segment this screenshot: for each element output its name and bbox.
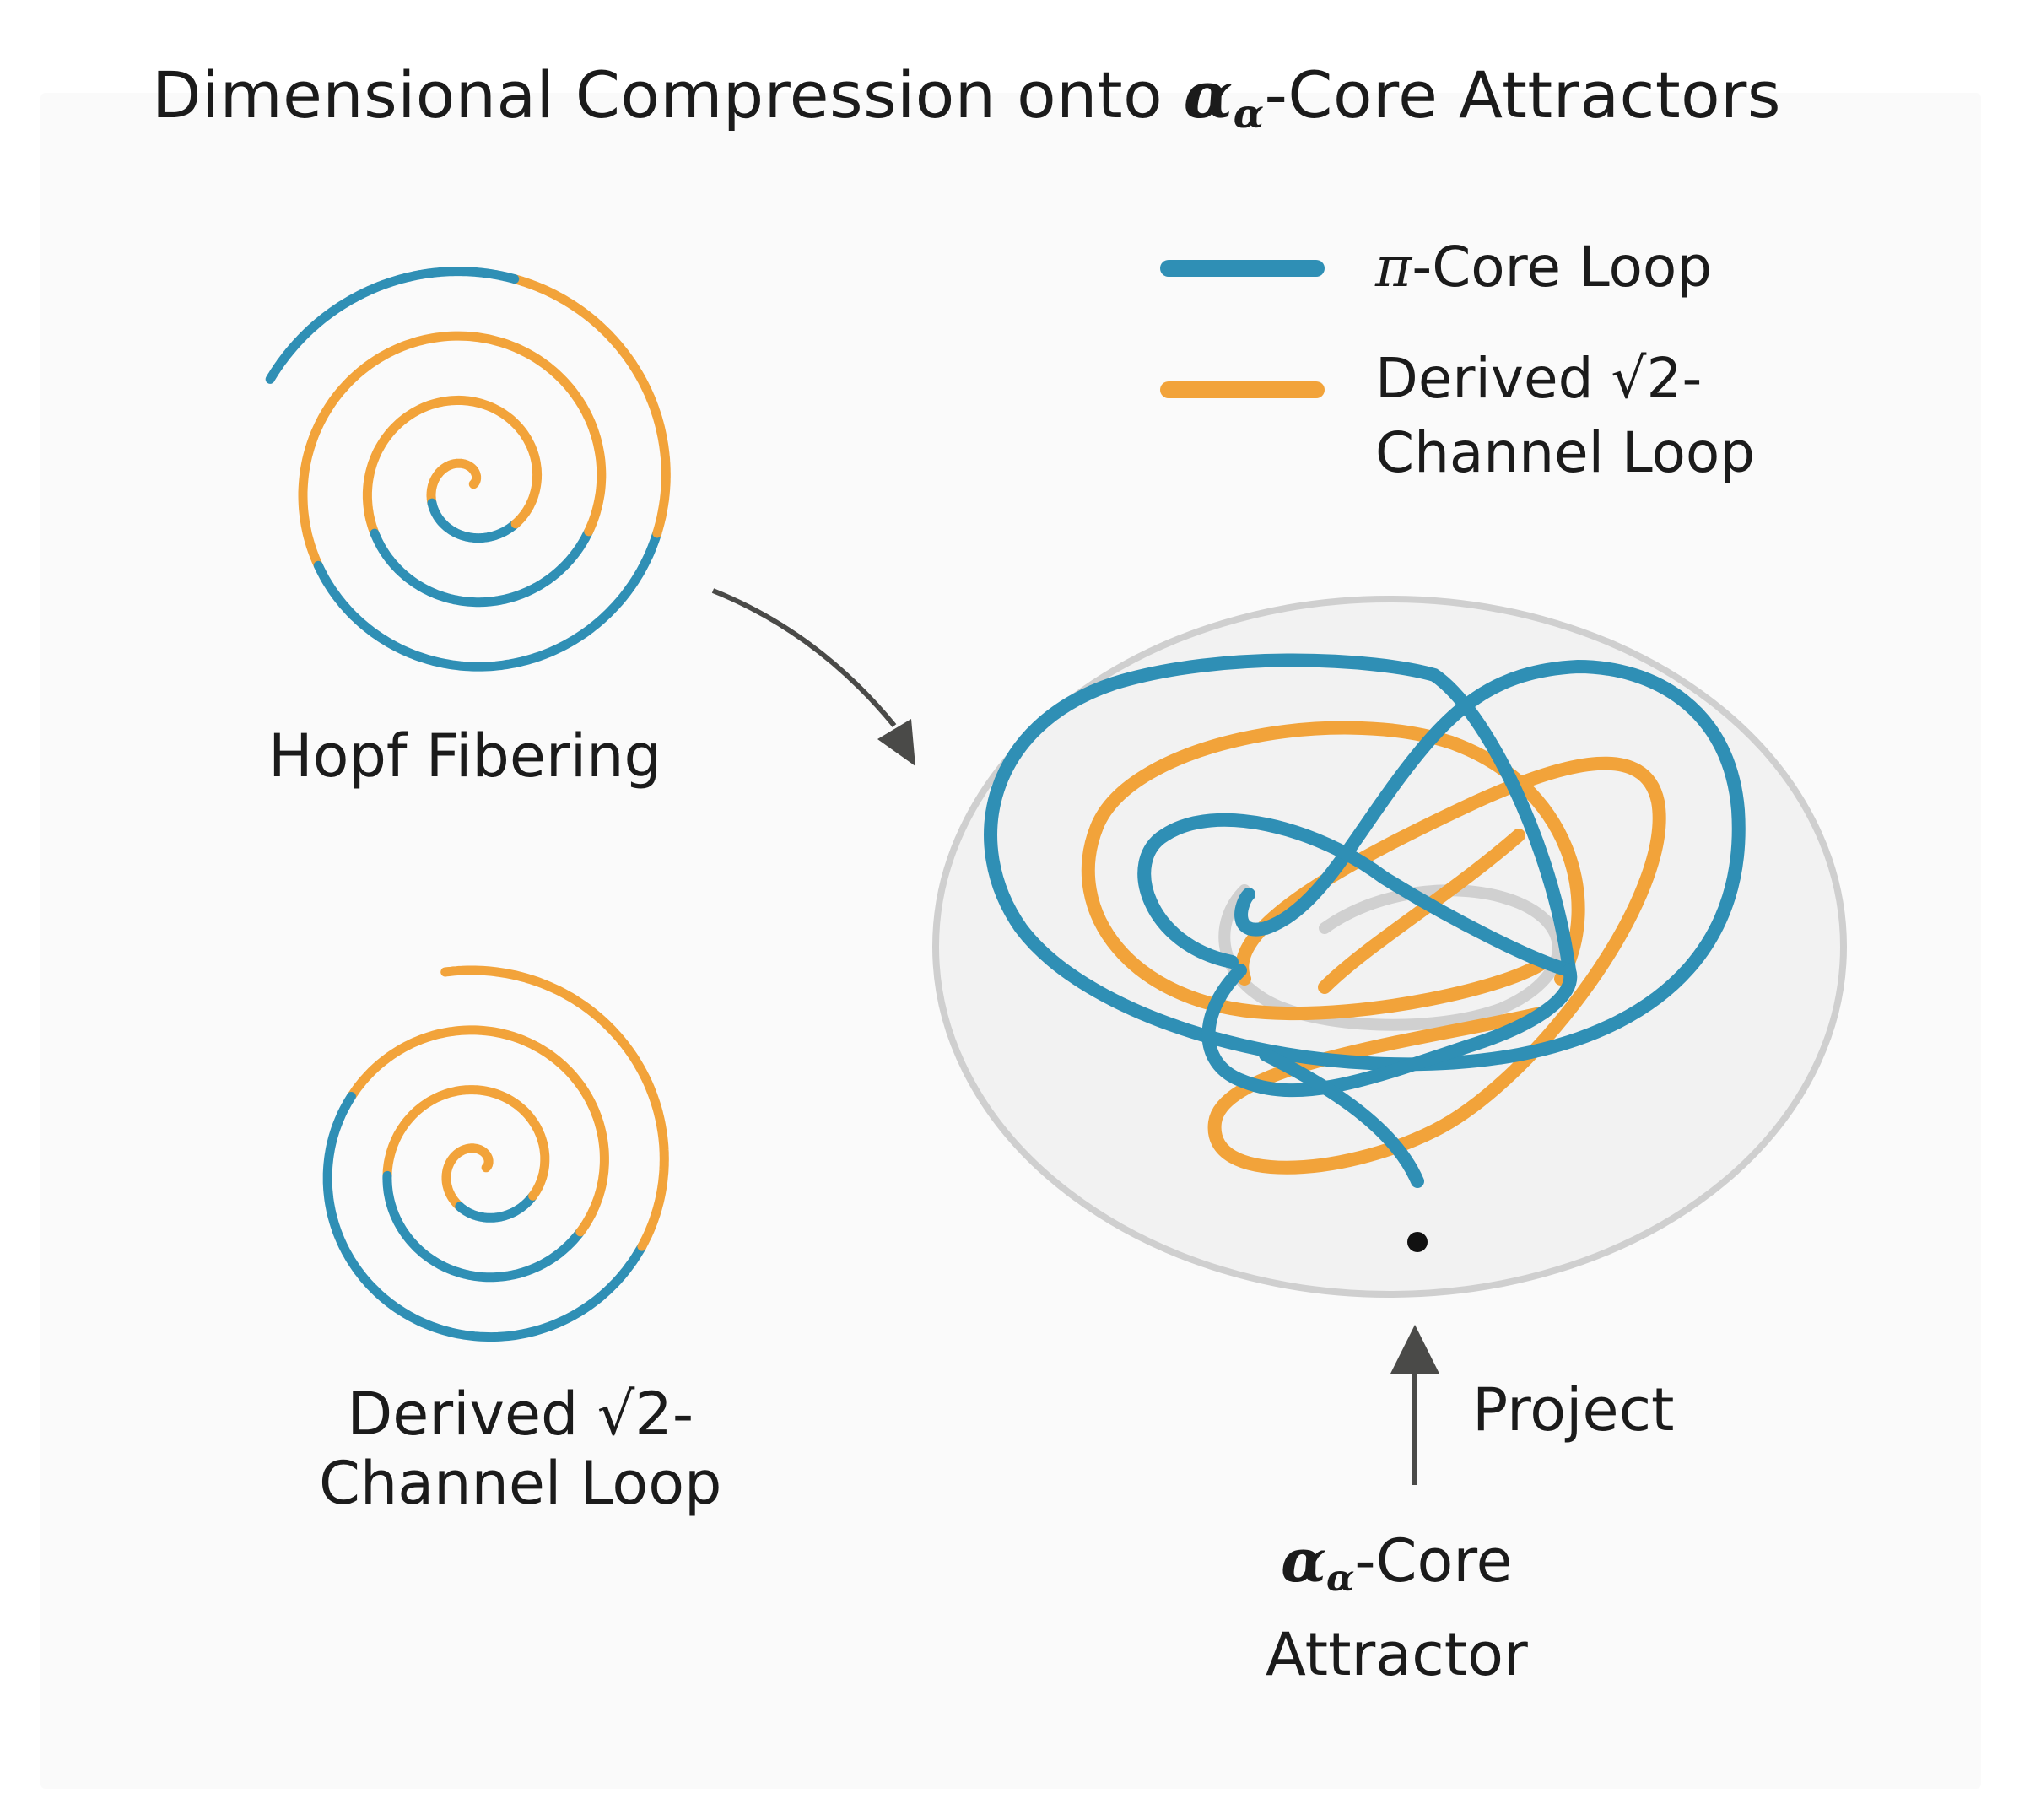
hopf-fibering-spiral [265, 267, 671, 672]
label-attractor-line2: Attractor [1266, 1619, 1528, 1689]
spiral-segment [382, 1170, 586, 1283]
title-alpha-symbol: α [1183, 57, 1234, 132]
attractor-suffix: -Core [1354, 1526, 1513, 1596]
project-arrow-head [1390, 1325, 1439, 1374]
spiral-segment [510, 274, 671, 538]
legend-derived-line1: Derived √2- [1375, 346, 1703, 411]
spiral-segment [427, 498, 521, 543]
legend-pi-symbol: π [1375, 235, 1412, 300]
attractor-alpha-subscript: α [1325, 1556, 1355, 1600]
hopf-to-attractor-arrow [711, 588, 897, 727]
spiral-segment [298, 331, 607, 570]
label-alpha-core-attractor: αα-Core Attractor [1266, 1523, 1528, 1693]
attractor-alpha-symbol: α [1281, 1526, 1326, 1596]
spiral-segment [382, 1085, 550, 1201]
legend-derived-line2: Channel Loop [1375, 420, 1756, 485]
spiral-segment [370, 527, 594, 608]
title-prefix: Dimensional Compression onto [152, 57, 1184, 132]
label-attractor-line1: αα-Core [1266, 1523, 1528, 1617]
spiral-segment [441, 1143, 494, 1212]
label-derived-channel-loop: Derived √2- Channel Loop [319, 1380, 722, 1518]
spiral-segment [313, 528, 662, 672]
label-project: Project [1472, 1375, 1675, 1445]
title-alpha-subscript: α [1233, 90, 1265, 138]
derived-channel-spiral [322, 965, 669, 1342]
spiral-segment [455, 1191, 538, 1223]
label-hopf-fibering: Hopf Fibering [268, 721, 661, 791]
legend-pi-label: -Core Loop [1412, 235, 1713, 300]
spiral-segment [440, 965, 669, 1251]
label-derived-line2: Channel Loop [319, 1449, 722, 1518]
attractor-point [1407, 1232, 1428, 1252]
diagram-title: Dimensional Compression onto αα-Core Att… [152, 57, 1781, 138]
hopf-arrow-head [877, 719, 915, 766]
legend-item-pi-core: π-Core Loop [1375, 235, 1712, 300]
orange-knot [1081, 721, 1666, 1175]
blue-knot [984, 653, 1746, 1188]
legend-item-derived-channel: Derived √2- Channel Loop [1375, 342, 1755, 490]
title-suffix: -Core Attractors [1264, 57, 1781, 132]
spiral-segment [322, 1092, 647, 1342]
spiral-segment [426, 458, 482, 508]
label-derived-line1: Derived √2- [347, 1380, 694, 1449]
spiral-segment [362, 395, 543, 538]
spiral-segment [346, 1025, 609, 1237]
spiral-segment [265, 267, 520, 384]
